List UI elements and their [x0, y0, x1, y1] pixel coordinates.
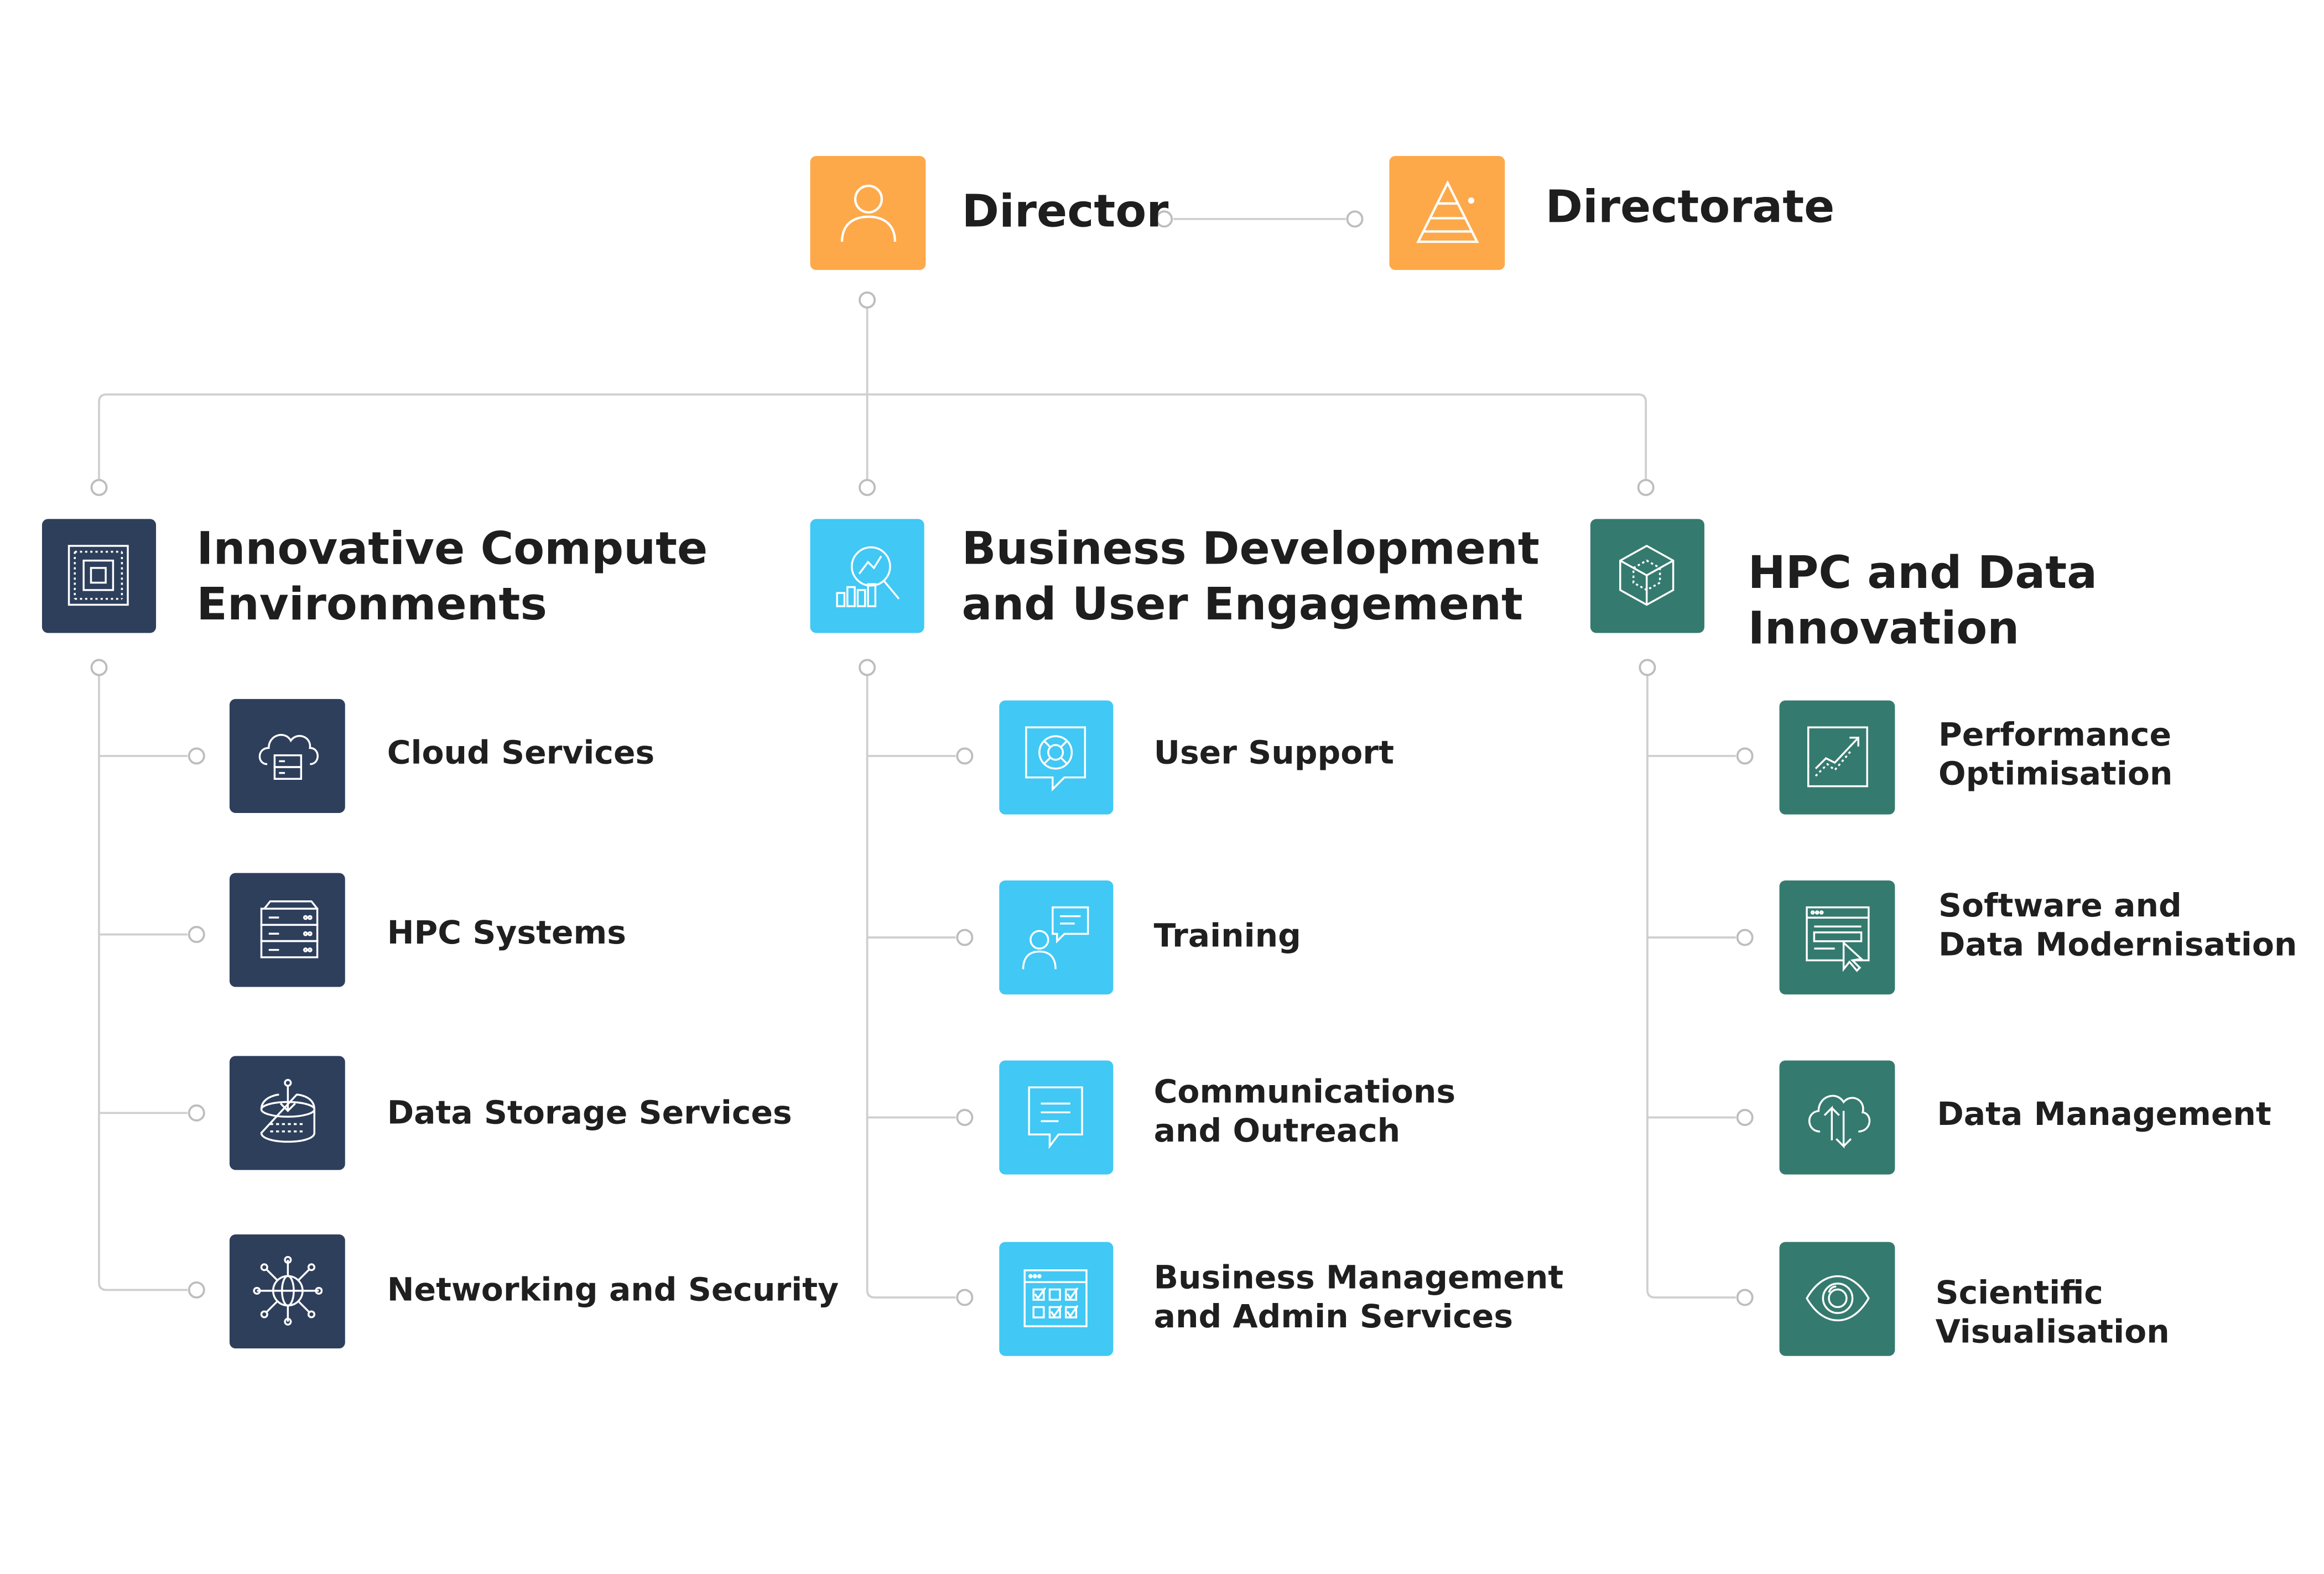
presenter-chat-icon — [1023, 907, 1090, 970]
cloud-transfer-icon — [1807, 1095, 1870, 1149]
item-hpc-systems-label: HPC Systems — [387, 915, 626, 953]
division-compute-node — [41, 519, 157, 633]
speech-bubble-icon — [1028, 1087, 1084, 1150]
item-data-management-label: Data Management — [1937, 1096, 2271, 1134]
division-hpc-title: HPC and Data Innovation — [1748, 547, 2098, 655]
trend-chart-icon — [1806, 727, 1868, 788]
cloud-server-icon — [258, 734, 318, 781]
person-icon — [840, 185, 896, 243]
server-rack-icon — [259, 901, 318, 959]
director-node — [810, 156, 926, 270]
item-data-management-node — [1779, 1060, 1895, 1175]
item-cloud-services-label: Cloud Services — [387, 734, 655, 773]
item-training-node — [999, 880, 1114, 995]
item-communications-node — [999, 1060, 1114, 1175]
cpu-chip-icon — [69, 545, 129, 607]
directorate-node — [1389, 156, 1505, 270]
eye-icon — [1805, 1276, 1869, 1322]
lifebuoy-chat-icon — [1026, 727, 1087, 793]
item-software-node — [1779, 880, 1895, 995]
item-visualisation-label: Scientific Visualisation — [1935, 1275, 2170, 1352]
item-visualisation-node — [1779, 1242, 1895, 1356]
item-cloud-services-node — [229, 699, 345, 813]
division-hpc-node — [1590, 519, 1704, 633]
item-user-support-node — [999, 700, 1114, 815]
storage-drive-icon — [259, 1080, 315, 1144]
item-networking-node — [229, 1234, 345, 1349]
directorate-label: Directorate — [1545, 181, 1835, 234]
item-networking-label: Networking and Security — [387, 1271, 839, 1310]
director-label: Director — [961, 186, 1169, 239]
item-data-storage-node — [229, 1056, 345, 1170]
item-performance-node — [1779, 700, 1895, 815]
item-training-label: Training — [1153, 918, 1301, 956]
cube-icon — [1620, 545, 1675, 607]
calendar-checklist-icon — [1024, 1270, 1088, 1328]
division-business-node — [810, 519, 924, 633]
item-hpc-systems-node — [229, 873, 345, 987]
pyramid-icon — [1416, 181, 1479, 244]
browser-cursor-icon — [1805, 907, 1869, 973]
item-user-support-label: User Support — [1153, 734, 1394, 773]
item-data-storage-label: Data Storage Services — [387, 1094, 792, 1133]
item-business-management-node — [999, 1242, 1114, 1356]
growth-magnifier-icon — [836, 547, 901, 608]
network-globe-icon — [252, 1257, 323, 1327]
